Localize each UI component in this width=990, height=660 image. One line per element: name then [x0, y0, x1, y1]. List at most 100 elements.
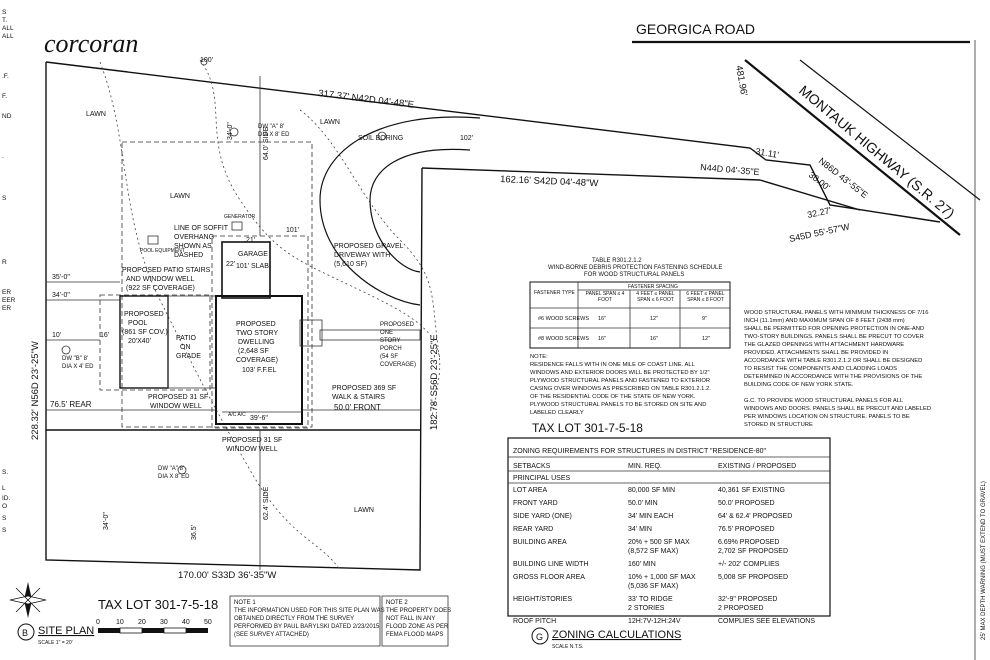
generator-icon	[231, 221, 243, 231]
margin-text: ALL	[2, 33, 14, 40]
zoning-tag-icon	[531, 627, 549, 645]
patio-stairs-label: (922 SF COVERAGE)	[126, 285, 195, 292]
lawn-label: LAWN	[320, 119, 340, 126]
montauk-dim-label: 31.11'	[755, 146, 780, 160]
note-line: TWO-STORY BUILDINGS. PANELS SHALL BE PRE…	[744, 334, 924, 340]
contour-line	[299, 109, 441, 361]
soffit-label: OVERHANG	[174, 234, 214, 241]
fastener-cell: #8 WOOD SCREWS	[538, 336, 589, 342]
note-line: LABELED CLEARLY	[530, 410, 584, 416]
note-line: PLYWOOD STRUCTURAL PANELS AND FASTENED T…	[530, 378, 710, 384]
driveway-label: (5,610 SF)	[334, 261, 367, 268]
fastener-cell: 9"	[702, 316, 707, 322]
zoning-cell: 33' TO RIDGE	[628, 596, 673, 603]
scale-tick-label: 20	[138, 619, 146, 626]
zoning-cell: 64' & 62.4' PROPOSED	[718, 513, 792, 520]
window-well-label: WINDOW WELL	[226, 446, 278, 453]
walk-stairs	[319, 329, 421, 341]
zoning-tax-lot: TAX LOT 301-7-5-18	[532, 421, 643, 435]
fastener-group-header: FASTENER SPACING	[628, 284, 678, 290]
zoning-cell: +/- 202' COMPLIES	[718, 561, 780, 568]
patio-stairs-label: AND WINDOW WELL	[126, 276, 195, 283]
montauk-highway-edge	[799, 59, 981, 201]
note-line: THE PROPERTY DOES	[386, 608, 451, 614]
scale-tick-label: 10	[116, 619, 124, 626]
dimension-label: 16'	[100, 332, 109, 339]
drywell-c-label: DW "A" 8'	[158, 466, 184, 472]
site-labels: LAWN LAWN LAWN LAWN SOIL BORING GENERATO…	[50, 57, 473, 540]
zoning-cell: 76.5' PROPOSED	[718, 526, 775, 533]
note-line: STORED IN STRUCTURE	[744, 422, 813, 428]
inner-boundary-label: 162.16' S42D 04'-48"W	[500, 174, 599, 189]
note-line: PER WINDOWS LOCATION ON STRUCTURE. PANEL…	[744, 414, 910, 420]
inner-boundary	[759, 179, 861, 211]
zoning-cell: (5,036 SF MAX)	[628, 583, 678, 590]
margin-text: EER	[2, 297, 16, 304]
fastener-cell: 16"	[598, 316, 606, 322]
georgica-road-label: GEORGICA ROAD	[636, 21, 755, 37]
window-well-label: PROPOSED 31 SF	[148, 394, 208, 401]
zoning-cell: REAR YARD	[513, 526, 553, 533]
dwelling-label: (2,648 SF	[238, 348, 269, 355]
montauk-highway-label: MONTAUK HIGHWAY (S.R. 27)	[796, 82, 958, 221]
montauk-highway-line	[744, 59, 961, 236]
walk-label: WALK & STAIRS	[332, 394, 385, 401]
patio-on-grade	[167, 295, 217, 389]
rear-setback-label: 76.5' REAR	[50, 400, 92, 409]
soffit-label: LINE OF SOFFIT	[174, 225, 229, 232]
pool-setback-outline	[99, 294, 211, 391]
dwelling-label: DWELLING	[238, 339, 275, 346]
dimension-label: 102'	[460, 135, 473, 142]
porch-label: PROPOSED	[380, 322, 415, 328]
porch-outline	[299, 319, 323, 347]
fastener-header: PANEL SPAN ≤ 4 FOOT	[585, 291, 625, 303]
panel-note: WOOD STRUCTURAL PANELS WITH MINIMUM THIC…	[744, 310, 931, 428]
zoning-title: ZONING REQUIREMENTS FOR STRUCTURES IN DI…	[513, 448, 766, 455]
garage-outline	[221, 241, 271, 299]
dwelling-label: PROPOSED	[236, 321, 276, 328]
dimension-label: 21'	[246, 237, 255, 244]
note-line: THE INFORMATION USED FOR THIS SITE PLAN …	[234, 608, 385, 614]
note-2: NOTE 2 THE PROPERTY DOES NOT FALL IN ANY…	[381, 595, 451, 647]
montauk-dim-label: 32.27'	[806, 205, 832, 220]
zoning-principal-uses: PRINCIPAL USES	[513, 475, 571, 482]
zoning-cell: GROSS FLOOR AREA	[513, 574, 585, 581]
north-boundary	[45, 61, 941, 223]
zoning-cell: HEIGHT/STORIES	[513, 596, 572, 603]
zoning-table-frame	[507, 437, 831, 617]
pool-label: 20'X40'	[128, 338, 151, 345]
zoning-cell: FRONT YARD	[513, 500, 558, 507]
zoning-cell: 2 STORIES	[628, 605, 665, 612]
fastener-cell: #6 WOOD SCREWS	[538, 316, 589, 322]
zoning-cell: ROOF PITCH	[513, 618, 556, 625]
note-line: FEMA FLOOD MAPS	[386, 632, 443, 638]
zoning-cell: 6.69% PROPOSED	[718, 539, 779, 546]
pool-equipment-label: POOL EQUIPMENT	[140, 248, 185, 254]
zoning-cell: 32'-9" PROPOSED	[718, 596, 777, 603]
zoning-letter: G	[536, 632, 543, 642]
margin-text: ND	[2, 113, 12, 120]
note-line: RESIDENCE FALLS WITH IN ONE MILE OF COAS…	[530, 362, 696, 368]
margin-text: ALL	[2, 25, 14, 32]
note-line: CASING OVER WINDOWS AS PRESCRIBED ON TAB…	[530, 386, 711, 392]
margin-text: S	[2, 195, 7, 202]
margin-text: L	[2, 485, 6, 492]
dimension-label: 100'	[200, 57, 213, 64]
note-line: WOOD STRUCTURAL PANELS WITH MINIMUM THIC…	[744, 310, 928, 316]
margin-text: S	[2, 515, 7, 522]
side-setback-label: 62.4' SIDE	[263, 486, 270, 520]
soffit-label: DASHED	[174, 252, 203, 259]
note-line: NOTE 2	[386, 600, 408, 606]
walk-label: PROPOSED 369 SF	[332, 385, 396, 392]
patio-label: GRADE	[176, 353, 201, 360]
dwelling-label: TWO STORY	[236, 330, 278, 337]
zoning-cell: 50.0' PROPOSED	[718, 500, 775, 507]
driveway-label: PROPOSED GRAVEL	[334, 243, 404, 250]
pool-equipment-icon	[147, 235, 159, 245]
fastener-cell: 12"	[650, 316, 658, 322]
margin-text: S	[2, 527, 7, 534]
left-margin-text: S T. ALL ALL .F. F. ND . S R ER EER ER S…	[2, 9, 16, 534]
drywell-c-label: DIA X 8' ED	[158, 474, 190, 480]
